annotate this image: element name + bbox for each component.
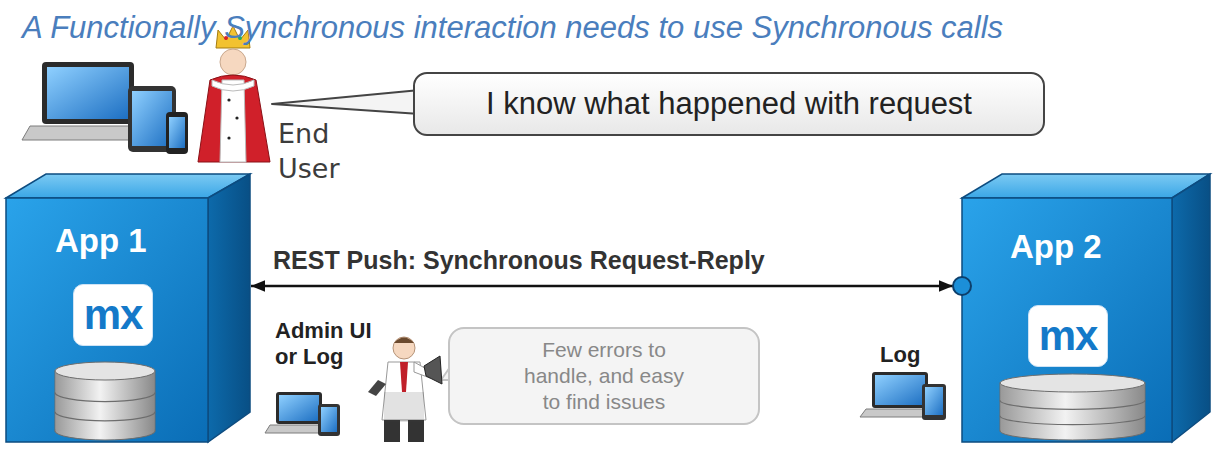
app-cube: App 1 mx: [6, 172, 251, 444]
user-label: End User: [278, 116, 360, 186]
connector-label: REST Push: Synchronous Request-Reply: [271, 246, 767, 275]
device-icons: [22, 62, 188, 154]
mx-logo: mx: [73, 284, 153, 346]
mx-logo: mx: [1028, 305, 1108, 367]
logo-text: mx: [1039, 315, 1098, 357]
cube-front: [6, 198, 208, 442]
database-symbol: [55, 362, 155, 440]
interface-port: [953, 277, 971, 295]
admin-device-icons: [265, 392, 340, 436]
connector-line: [251, 285, 953, 288]
database-band: [55, 393, 155, 402]
logo-text: mx: [84, 294, 143, 336]
end-user-figure: [198, 26, 270, 162]
bubble-text: I know what happened with request: [486, 86, 972, 122]
speech-bubble: I know what happened with request: [413, 72, 1045, 136]
admin-person-figure: [368, 337, 442, 442]
cube-side: [208, 174, 250, 442]
app-name: App 2: [1010, 228, 1102, 266]
cube-top: [962, 174, 1210, 198]
database-top: [1000, 374, 1145, 392]
speech-bubble: Few errors to handle, and easy to find i…: [448, 327, 760, 425]
app-name: App 1: [55, 222, 147, 260]
app-cube: App 2 mx: [962, 172, 1211, 444]
log-label: Log: [880, 342, 920, 368]
admin-label: Admin UI or Log: [275, 318, 385, 371]
cube-front: [962, 198, 1172, 442]
database-top: [55, 362, 155, 380]
cube-side: [1172, 174, 1210, 442]
database-band: [55, 412, 155, 421]
log-device-icons: [860, 372, 946, 420]
bubble-tail: [272, 90, 420, 114]
database-band: [1000, 416, 1145, 425]
database-band: [1000, 400, 1145, 409]
bubble-text: Few errors to handle, and easy to find i…: [514, 337, 694, 416]
database-symbol: [1000, 374, 1145, 440]
diagram-title: A Functionally Synchronous interaction n…: [22, 10, 1003, 46]
